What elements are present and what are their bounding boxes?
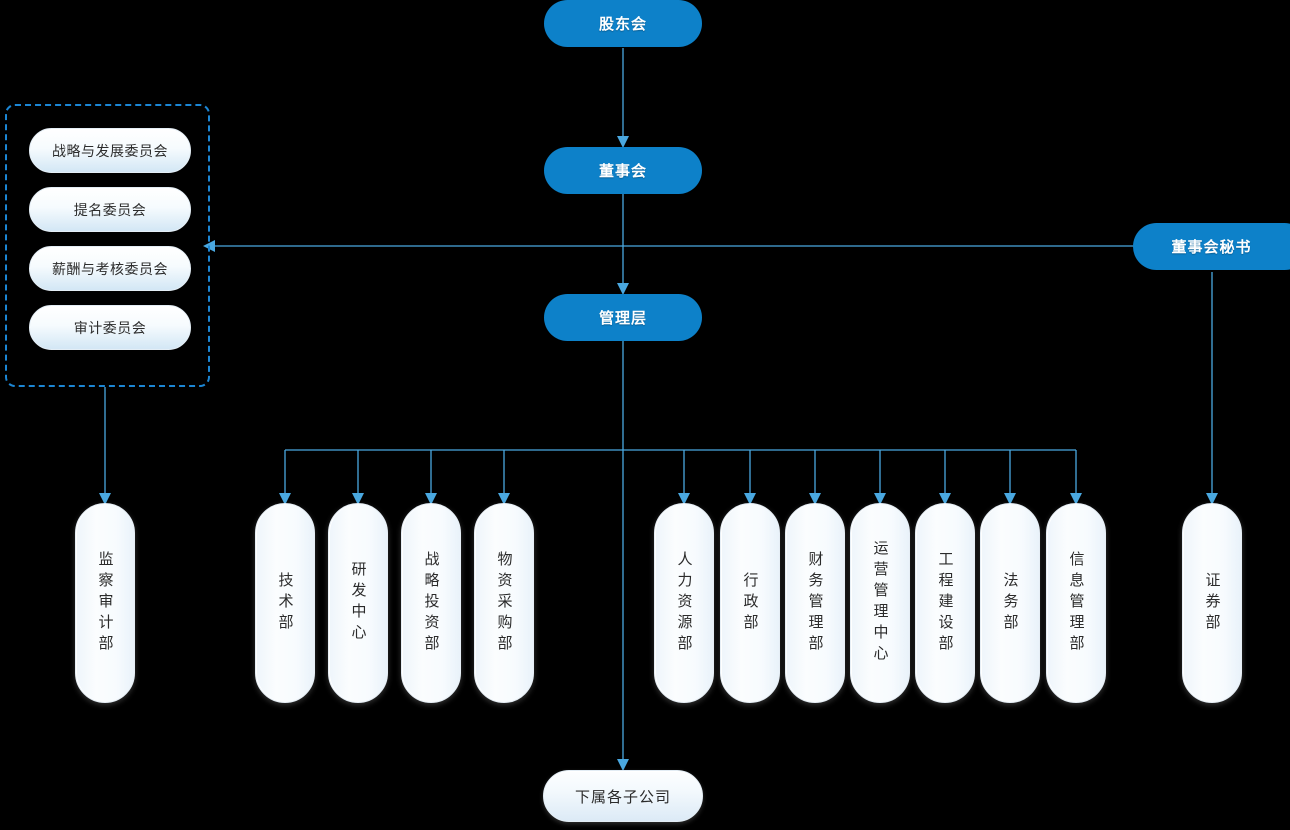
node-financial-management-label: 财务管理部	[806, 550, 824, 656]
node-management-label: 管理层	[598, 310, 647, 327]
node-subsidiaries[interactable]: 下属各子公司	[543, 770, 703, 822]
committee-item-strategy-development[interactable]: 战略与发展委员会	[29, 128, 191, 173]
node-technology-label: 技术部	[276, 571, 294, 635]
node-board-label: 董事会	[598, 163, 647, 180]
node-supervision-audit[interactable]: 监察审计部	[75, 503, 135, 703]
node-board[interactable]: 董事会	[544, 147, 702, 194]
committee-item-nomination[interactable]: 提名委员会	[29, 187, 191, 232]
node-technology[interactable]: 技术部	[255, 503, 315, 703]
node-strategy-investment-label: 战略投资部	[422, 550, 440, 656]
node-subsidiaries-label: 下属各子公司	[574, 788, 671, 806]
node-management[interactable]: 管理层	[544, 294, 702, 341]
node-information-management-label: 信息管理部	[1067, 550, 1085, 656]
node-securities-label: 证券部	[1203, 571, 1221, 635]
node-operations-management-center[interactable]: 运营管理中心	[850, 503, 910, 703]
node-administration-label: 行政部	[741, 571, 759, 635]
node-legal-affairs-label: 法务部	[1001, 571, 1019, 635]
node-rnd-center-label: 研发中心	[349, 561, 367, 645]
node-engineering-construction[interactable]: 工程建设部	[915, 503, 975, 703]
node-board-secretary[interactable]: 董事会秘书	[1133, 223, 1290, 270]
node-supervision-audit-label: 监察审计部	[96, 550, 114, 656]
node-human-resources[interactable]: 人力资源部	[654, 503, 714, 703]
node-financial-management[interactable]: 财务管理部	[785, 503, 845, 703]
node-legal-affairs[interactable]: 法务部	[980, 503, 1040, 703]
committee-item-label: 提名委员会	[73, 201, 147, 218]
node-human-resources-label: 人力资源部	[675, 550, 693, 656]
node-board-secretary-label: 董事会秘书	[1171, 239, 1252, 256]
node-materials-procurement[interactable]: 物资采购部	[474, 503, 534, 703]
node-shareholders-label: 股东会	[598, 16, 647, 33]
node-rnd-center[interactable]: 研发中心	[328, 503, 388, 703]
committee-item-label: 战略与发展委员会	[52, 142, 168, 159]
committee-item-label: 薪酬与考核委员会	[52, 260, 168, 277]
committee-item-label: 审计委员会	[73, 319, 147, 336]
node-information-management[interactable]: 信息管理部	[1046, 503, 1106, 703]
node-materials-procurement-label: 物资采购部	[495, 550, 513, 656]
node-shareholders[interactable]: 股东会	[544, 0, 702, 47]
node-strategy-investment[interactable]: 战略投资部	[401, 503, 461, 703]
committee-group-container: 战略与发展委员会 提名委员会 薪酬与考核委员会 审计委员会	[5, 104, 210, 387]
node-engineering-construction-label: 工程建设部	[936, 550, 954, 656]
node-securities[interactable]: 证券部	[1182, 503, 1242, 703]
node-operations-management-center-label: 运营管理中心	[871, 540, 889, 666]
node-administration[interactable]: 行政部	[720, 503, 780, 703]
committee-item-audit[interactable]: 审计委员会	[29, 305, 191, 350]
committee-item-remuneration-appraisal[interactable]: 薪酬与考核委员会	[29, 246, 191, 291]
